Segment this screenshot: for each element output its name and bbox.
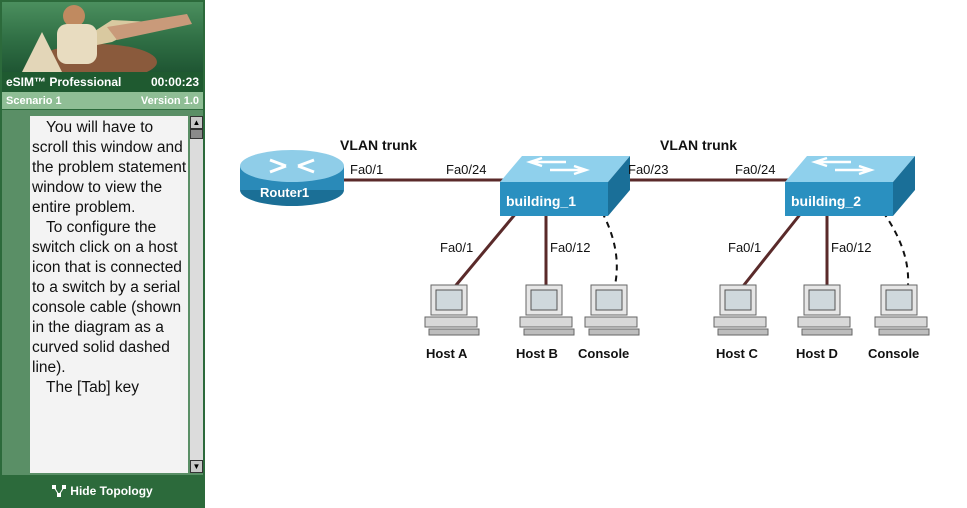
scenario-bar: Scenario 1 Version 1.0 [2,92,203,109]
scroll-up-icon[interactable]: ▲ [190,116,203,129]
hide-topology-button[interactable]: Hide Topology [2,475,203,506]
switch-building-2-icon[interactable]: building_2 [785,156,915,216]
host-d-label: Host D [796,346,838,361]
scroll-down-icon[interactable]: ▼ [190,460,203,473]
vlan-trunk-label-left: VLAN trunk [340,137,417,153]
switch1-up-port-label: Fa0/24 [446,162,486,177]
hide-topology-label: Hide Topology [70,483,153,498]
switch1-trunk-port-label: Fa0/23 [628,162,668,177]
host-c-computer-icon[interactable] [713,284,769,336]
switch2-hostc-port-label: Fa0/1 [728,240,761,255]
console2-cable [882,211,910,286]
console1-cable [601,211,618,286]
problem-paragraph: You will have to scroll this window and … [32,119,187,216]
problem-scrollbar[interactable]: ▲ ▼ [190,116,203,473]
person-illustration [22,5,192,72]
app-title: eSIM™ Professional [6,75,122,89]
switch2-hostc-link [738,211,804,291]
router-icon[interactable]: Router1 [240,150,344,206]
problem-pane: You will have to scroll this window and … [2,110,203,475]
timer: 00:00:23 [150,75,199,89]
simulator-side-panel: eSIM™ Professional 00:00:23 Scenario 1 V… [0,0,205,508]
console-2-label: Console [868,346,919,361]
topology-icon [52,484,67,497]
host-b-label: Host B [516,346,558,361]
banner-image [2,2,203,72]
console-1-label: Console [578,346,629,361]
problem-paragraph: The [Tab] key [46,379,140,396]
console-2-computer-icon[interactable] [874,284,930,336]
scroll-thumb[interactable] [190,129,203,139]
router-port-label: Fa0/1 [350,162,383,177]
version-label: Version 1.0 [140,94,199,107]
network-topology: VLAN trunk VLAN trunk Router1 Fa0/1 Fa0/… [240,137,930,361]
switch-building-1-icon[interactable]: building_1 [500,156,630,216]
switch1-hosta-link [450,211,519,291]
host-c-label: Host C [716,346,759,361]
switch2-hostd-port-label: Fa0/12 [831,240,871,255]
switch2-trunk-port-label: Fa0/24 [735,162,775,177]
router-label: Router1 [260,185,309,200]
host-b-computer-icon[interactable] [519,284,575,336]
app-title-bar: eSIM™ Professional 00:00:23 [2,72,203,92]
switch1-hosta-port-label: Fa0/1 [440,240,473,255]
console-1-computer-icon[interactable] [584,284,640,336]
problem-text[interactable]: You will have to scroll this window and … [30,116,188,473]
host-a-computer-icon[interactable] [424,284,480,336]
switch1-label: building_1 [506,193,576,209]
problem-paragraph: To configure the switch click on a host … [32,219,182,376]
scenario-label: Scenario 1 [6,94,62,107]
switch2-label: building_2 [791,193,861,209]
switch1-hostb-port-label: Fa0/12 [550,240,590,255]
host-a-label: Host A [426,346,468,361]
host-d-computer-icon[interactable] [797,284,853,336]
vlan-trunk-label-right: VLAN trunk [660,137,737,153]
